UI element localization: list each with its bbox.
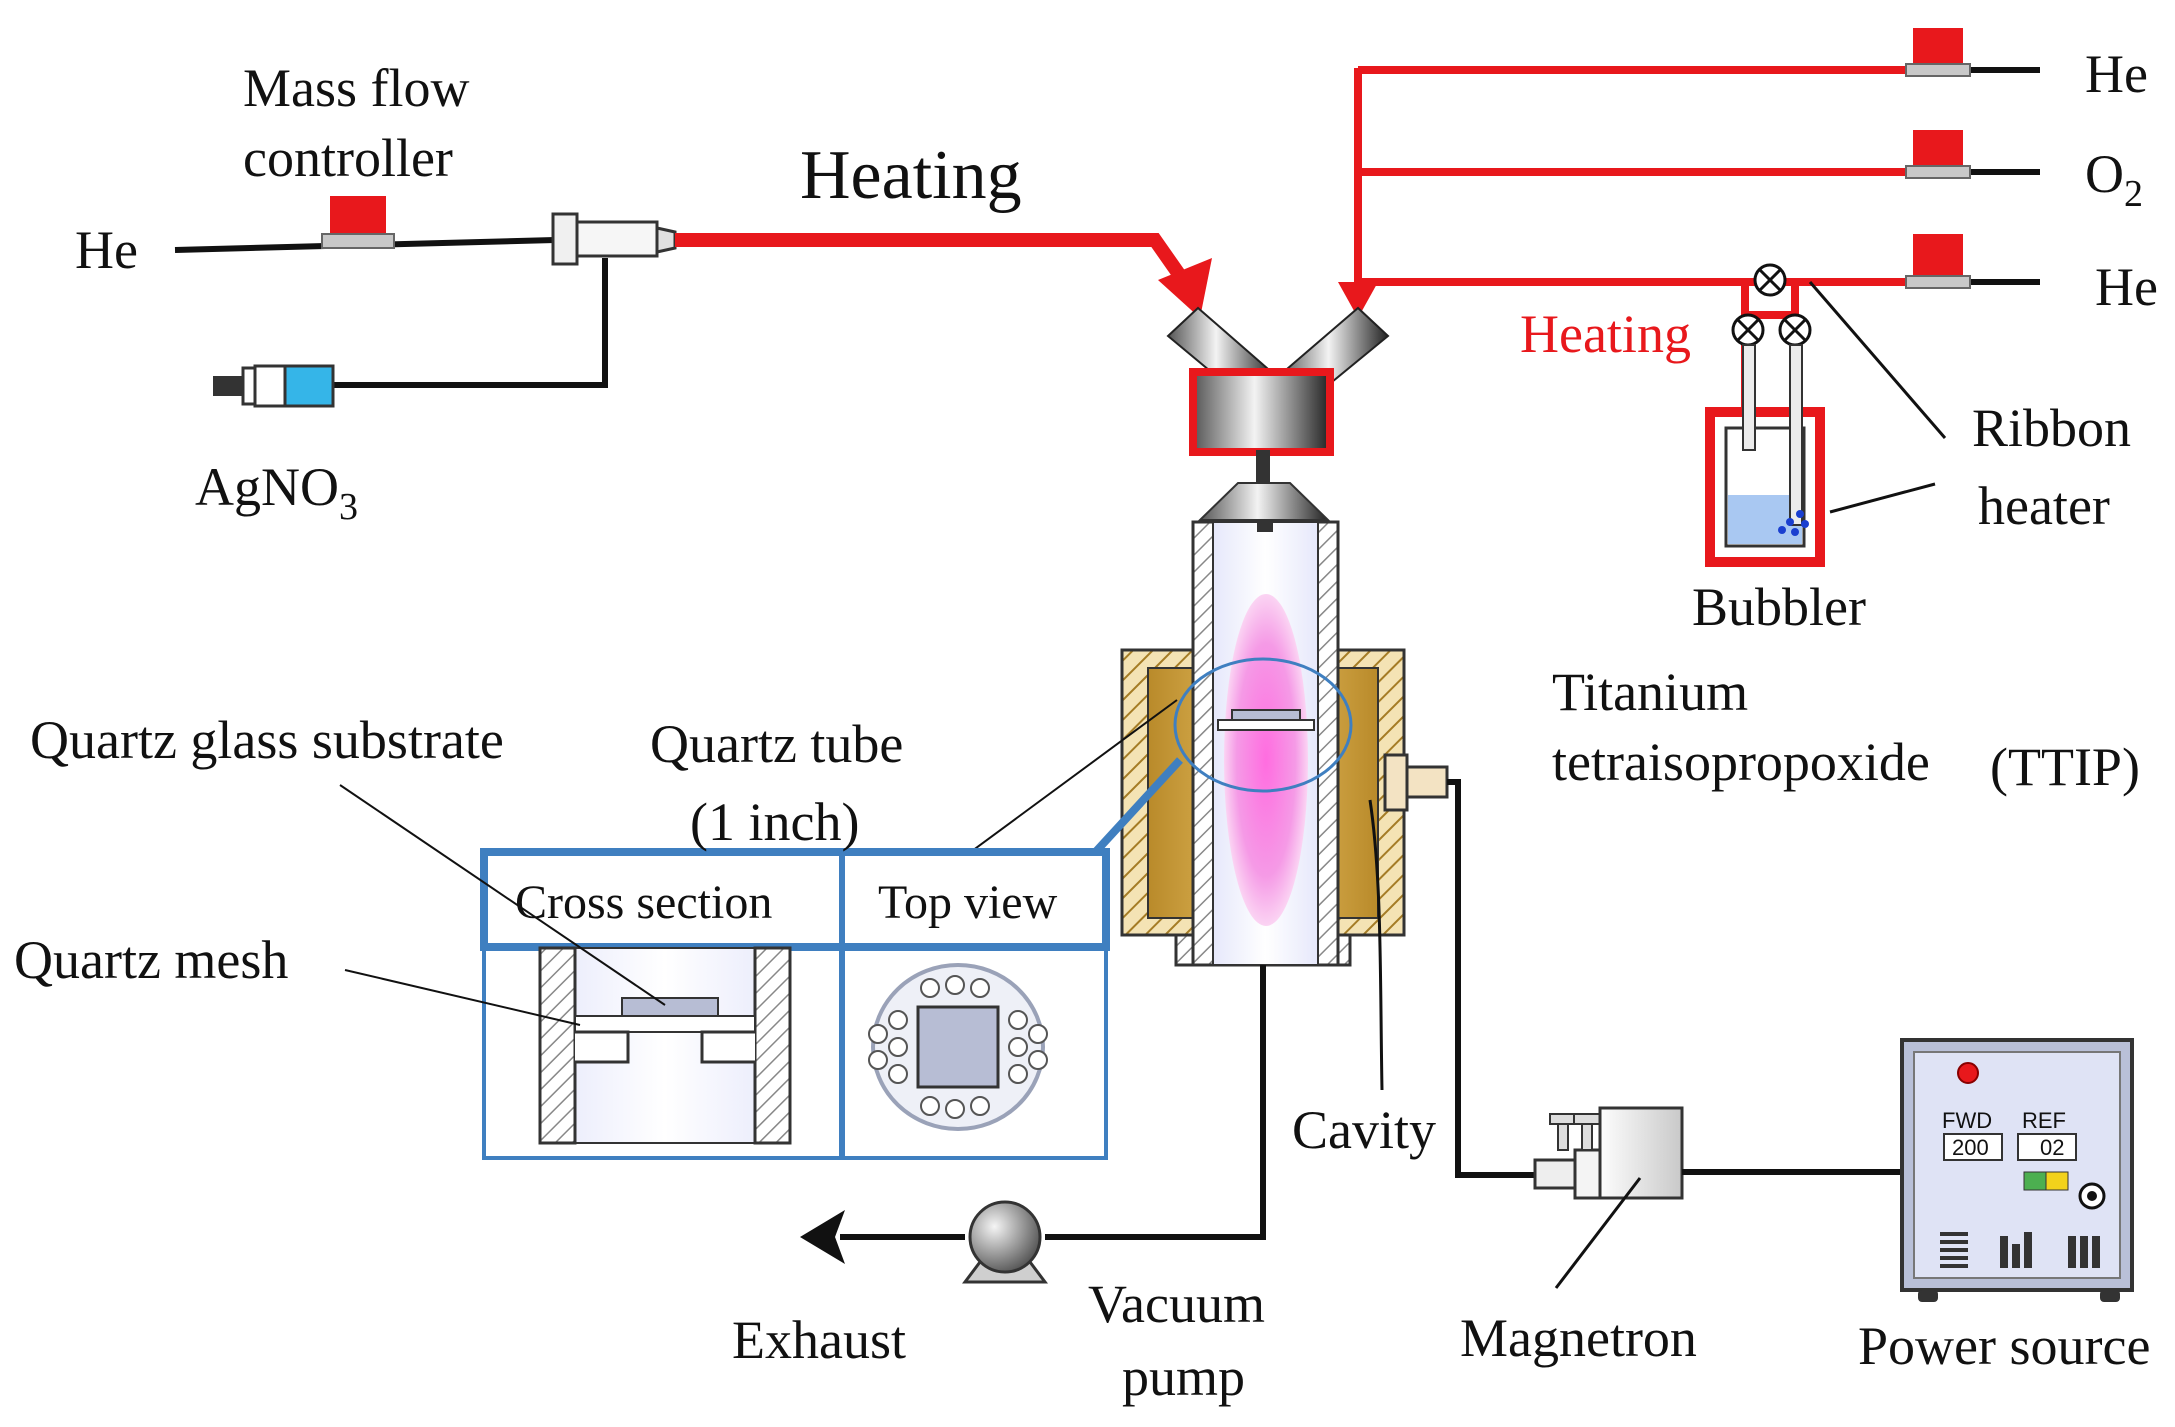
label-he-top-right: He bbox=[2085, 44, 2148, 104]
left-he-gas-line bbox=[174, 196, 677, 408]
detail-inset bbox=[480, 848, 1110, 1160]
mesh-hole bbox=[888, 1064, 908, 1084]
label-top-view: Top view bbox=[878, 876, 1058, 929]
label-ribbon: Ribbon bbox=[1972, 398, 2131, 458]
mesh-hole bbox=[1028, 1024, 1048, 1044]
label-ttip: (TTIP) bbox=[1990, 737, 2140, 797]
label-cross-section: Cross section bbox=[515, 876, 772, 929]
mesh-hole bbox=[945, 1099, 965, 1119]
mass-flow-controller bbox=[330, 196, 386, 236]
mesh-holes bbox=[868, 975, 1048, 1119]
label-controller: controller bbox=[243, 128, 453, 188]
mesh-hole bbox=[888, 1037, 908, 1057]
injector-nozzle bbox=[551, 212, 579, 266]
label-heater: heater bbox=[1978, 476, 2110, 536]
substrate-pointer bbox=[339, 784, 666, 1006]
label-heating-right: Heating bbox=[1520, 304, 1691, 364]
mesh-hole bbox=[1008, 1010, 1028, 1030]
label-quartz-mesh: Quartz mesh bbox=[14, 930, 288, 990]
label-bubbler: Bubbler bbox=[1692, 577, 1866, 637]
label-quartz-glass-substrate: Quartz glass substrate bbox=[30, 710, 504, 770]
label-titanium: Titanium bbox=[1552, 662, 1748, 722]
label-he-mid-right: He bbox=[2095, 257, 2158, 317]
label-pump: pump bbox=[1122, 1347, 1245, 1407]
label-quartz-tube-size: (1 inch) bbox=[690, 792, 859, 852]
fwd-display: 200 bbox=[1952, 1135, 1989, 1160]
mesh-hole bbox=[945, 975, 965, 995]
zoom-circle bbox=[1173, 657, 1353, 793]
mesh-pointer bbox=[344, 969, 581, 1026]
plasma bbox=[1224, 594, 1308, 926]
label-quartz-tube: Quartz tube bbox=[650, 714, 903, 774]
label-tetraisopropoxide: tetraisopropoxide bbox=[1552, 732, 1930, 792]
mesh-hole bbox=[970, 978, 990, 998]
ref-label: REF bbox=[2022, 1108, 2066, 1133]
valve-icon bbox=[1731, 313, 1765, 347]
label-o2: O2 bbox=[2085, 144, 2143, 215]
label-cavity: Cavity bbox=[1292, 1100, 1436, 1160]
valve-icon bbox=[1753, 263, 1787, 297]
ref-display: 02 bbox=[2040, 1135, 2064, 1160]
mesh-hole bbox=[868, 1050, 888, 1070]
mfc-he-bottom bbox=[1913, 234, 1963, 276]
heated-transfer-line bbox=[675, 233, 1212, 318]
quartz-tube bbox=[1191, 520, 1340, 967]
mesh-hole bbox=[920, 978, 940, 998]
mesh-hole bbox=[920, 1096, 940, 1116]
cavity-pointer bbox=[1368, 799, 1384, 1091]
agno3-syringe bbox=[213, 364, 335, 408]
waveguide-port bbox=[1383, 753, 1535, 1178]
ribbon-heater-pointer bbox=[1808, 281, 1947, 439]
label-he-left: He bbox=[75, 220, 138, 280]
label-heating-top: Heating bbox=[800, 137, 1022, 214]
mesh-hole bbox=[1008, 1037, 1028, 1057]
mesh-hole bbox=[888, 1010, 908, 1030]
exhaust-line bbox=[800, 965, 1266, 1284]
label-mass-flow: Mass flow bbox=[243, 58, 470, 118]
mesh-hole bbox=[1028, 1050, 1048, 1070]
power-indicator-icon bbox=[1957, 1062, 1979, 1084]
vacuum-pump bbox=[962, 1200, 1048, 1284]
mesh-hole bbox=[1008, 1064, 1028, 1084]
cross-section-drawing bbox=[538, 946, 792, 1145]
fwd-label: FWD bbox=[1942, 1108, 1992, 1133]
mesh-hole bbox=[970, 1096, 990, 1116]
mesh-hole bbox=[868, 1024, 888, 1044]
top-view-drawing bbox=[871, 963, 1045, 1131]
label-magnetron: Magnetron bbox=[1460, 1308, 1697, 1368]
label-exhaust: Exhaust bbox=[732, 1310, 906, 1370]
vent-slots bbox=[1940, 1232, 2100, 1268]
exhaust-arrow-icon bbox=[800, 1210, 845, 1264]
y-junction bbox=[1166, 306, 1390, 521]
power-source: FWD REF 200 02 bbox=[1900, 1038, 2134, 1302]
valve-icon bbox=[1778, 313, 1812, 347]
label-power-source: Power source bbox=[1858, 1316, 2150, 1376]
label-vacuum: Vacuum bbox=[1088, 1274, 1265, 1334]
magnetron bbox=[1533, 1106, 1900, 1200]
label-agno3: AgNO3 bbox=[195, 457, 358, 528]
magnetron-pointer bbox=[1554, 1177, 1642, 1289]
ttip-bubbler bbox=[1705, 344, 1825, 567]
ribbon-heater-pointer bbox=[1829, 482, 1936, 514]
right-gas-manifold bbox=[1338, 28, 2040, 430]
